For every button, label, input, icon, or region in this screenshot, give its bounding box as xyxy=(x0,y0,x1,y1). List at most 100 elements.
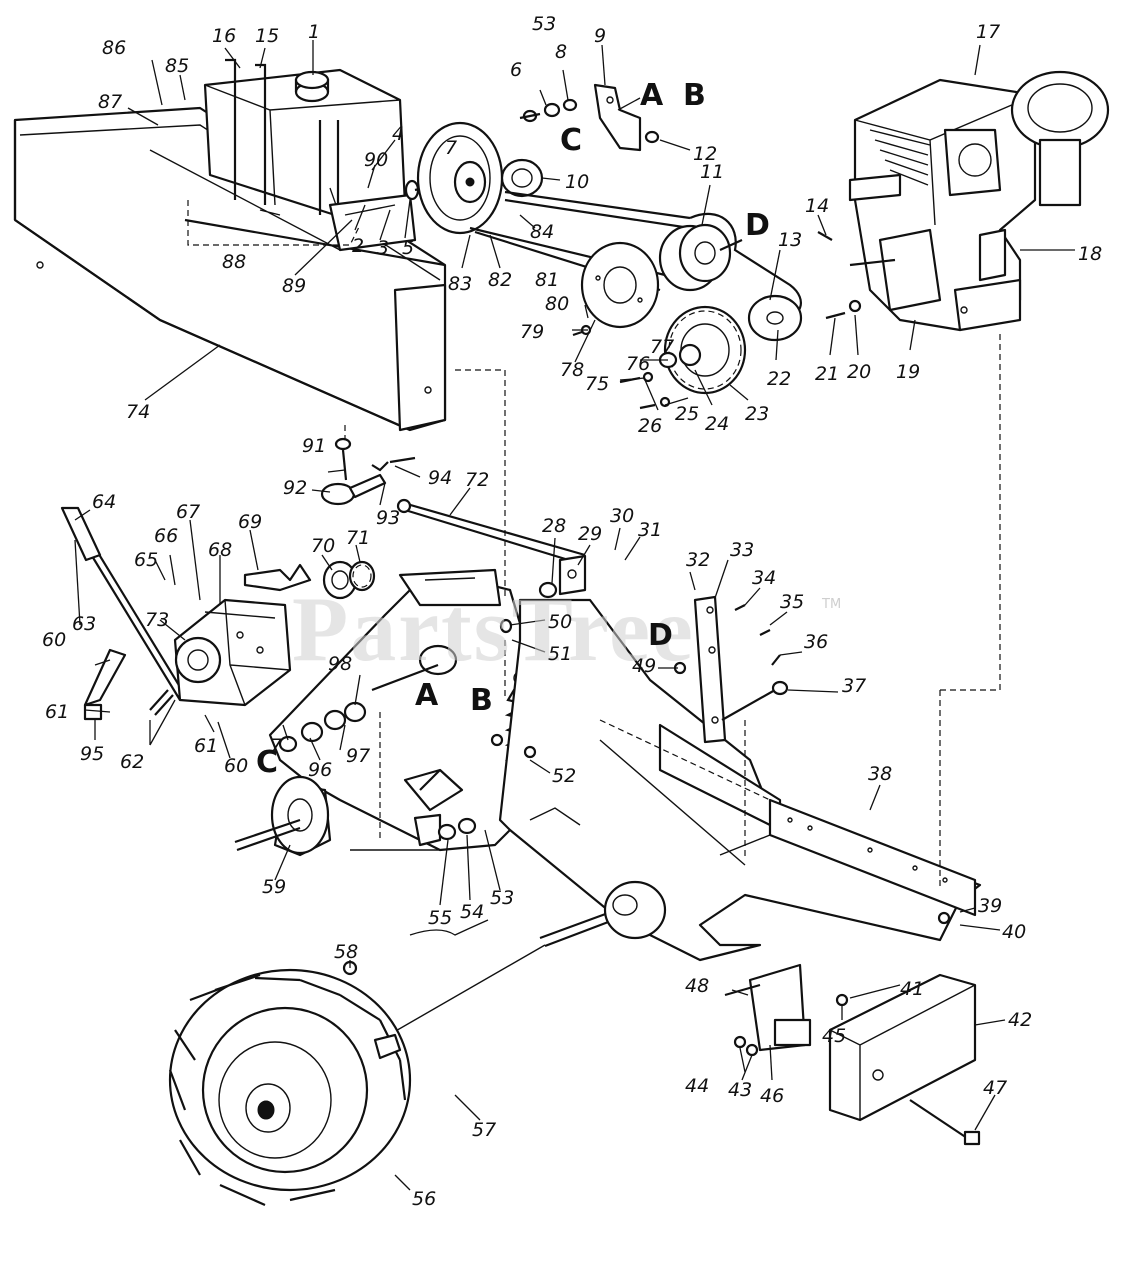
small-pulley xyxy=(500,158,544,198)
gearbox xyxy=(173,598,292,707)
callout-28: 28 xyxy=(542,515,566,537)
gear-pulley xyxy=(658,305,747,395)
callout-24: 24 xyxy=(705,413,729,435)
axle xyxy=(379,880,667,1041)
callout-14: 14 xyxy=(805,195,829,217)
callout-2: 2 xyxy=(352,235,364,257)
callout-50: 50 xyxy=(548,611,572,633)
callout-93: 93 xyxy=(376,507,400,529)
callout-12: 12 xyxy=(693,143,717,165)
callout-32: 32 xyxy=(686,549,710,571)
reference-letters: A B C D D A B C xyxy=(256,78,770,780)
callout-22: 22 xyxy=(767,368,791,390)
transmission-housing xyxy=(268,568,527,852)
callout-45: 45 xyxy=(822,1025,846,1047)
drive-wheel xyxy=(168,960,412,1207)
callout-6: 6 xyxy=(510,59,522,81)
callout-92: 92 xyxy=(283,477,307,499)
adjust-bar xyxy=(693,595,789,744)
callout-17: 17 xyxy=(976,21,1000,43)
ref-letter-a-top: A xyxy=(640,78,664,113)
callout-63: 63 xyxy=(72,613,96,635)
guard-mount-hardware xyxy=(320,437,416,506)
front-weight xyxy=(724,911,981,1146)
callout-82: 82 xyxy=(488,269,512,291)
callout-62: 62 xyxy=(120,751,144,773)
callout-87: 87 xyxy=(98,91,122,113)
callout-54: 54 xyxy=(460,901,484,923)
rod-bracket xyxy=(499,554,687,675)
main-frame xyxy=(498,598,982,962)
callout-47: 47 xyxy=(983,1077,1007,1099)
ref-letter-b-mid: B xyxy=(470,683,493,718)
callout-41: 41 xyxy=(900,978,924,1000)
callout-13: 13 xyxy=(778,229,802,251)
callout-56: 56 xyxy=(412,1188,436,1210)
callout-53a: 53 xyxy=(532,13,556,35)
callout-51: 51 xyxy=(548,643,572,665)
callout-7a: 7 xyxy=(445,137,457,159)
callout-5: 5 xyxy=(402,237,414,259)
callout-60a: 60 xyxy=(42,629,66,651)
callout-49: 49 xyxy=(632,655,656,677)
fuel-tank xyxy=(203,58,407,217)
callout-37: 37 xyxy=(842,675,866,697)
callout-40: 40 xyxy=(1002,921,1026,943)
callout-15: 15 xyxy=(255,25,279,47)
callout-59: 59 xyxy=(262,876,286,898)
callout-46: 46 xyxy=(760,1085,784,1107)
callout-70: 70 xyxy=(311,535,335,557)
ref-letter-b-top: B xyxy=(683,78,706,113)
callout-25: 25 xyxy=(675,403,699,425)
callout-71: 71 xyxy=(346,527,370,549)
callout-57: 57 xyxy=(472,1119,496,1141)
callout-16: 16 xyxy=(212,25,236,47)
ref-letter-d-top: D xyxy=(745,208,770,243)
callout-9: 9 xyxy=(594,25,606,47)
callout-39: 39 xyxy=(978,895,1002,917)
callout-69: 69 xyxy=(238,511,262,533)
assembly-lines xyxy=(187,200,1001,890)
callout-76: 76 xyxy=(626,353,650,375)
callout-44: 44 xyxy=(685,1075,709,1097)
shift-lever xyxy=(60,506,189,701)
callout-66: 66 xyxy=(154,525,178,547)
callout-89: 89 xyxy=(282,275,306,297)
callout-26: 26 xyxy=(638,415,662,437)
callout-31: 31 xyxy=(638,519,662,541)
callout-4: 4 xyxy=(392,123,404,145)
callout-38: 38 xyxy=(868,763,892,785)
callout-3: 3 xyxy=(377,237,389,259)
watermark-text: PartsTree xyxy=(292,578,695,680)
callout-96: 96 xyxy=(308,759,332,781)
callout-58: 58 xyxy=(334,941,358,963)
callout-23: 23 xyxy=(745,403,769,425)
callout-79: 79 xyxy=(520,321,544,343)
callout-94: 94 xyxy=(428,467,452,489)
ref-letter-d-mid: D xyxy=(648,618,673,653)
callout-52: 52 xyxy=(552,765,576,787)
tine-drum xyxy=(234,775,332,857)
callout-61b: 61 xyxy=(194,735,218,757)
idler-bracket xyxy=(593,83,660,152)
callout-88: 88 xyxy=(222,251,246,273)
callout-83: 83 xyxy=(448,273,472,295)
callout-36: 36 xyxy=(804,631,828,653)
callout-19: 19 xyxy=(896,361,920,383)
callout-65: 65 xyxy=(134,549,158,571)
ref-letter-c-mid: C xyxy=(256,745,278,780)
callout-55: 55 xyxy=(428,907,452,929)
callout-85: 85 xyxy=(165,55,189,77)
callout-1: 1 xyxy=(308,21,320,43)
callout-10: 10 xyxy=(565,171,589,193)
callout-33: 33 xyxy=(730,539,754,561)
callout-30: 30 xyxy=(610,505,634,527)
callout-34: 34 xyxy=(752,567,776,589)
coupler-parts xyxy=(243,560,376,600)
callout-21: 21 xyxy=(815,363,839,385)
callout-86: 86 xyxy=(102,37,126,59)
callout-68: 68 xyxy=(208,539,232,561)
callout-43: 43 xyxy=(728,1079,752,1101)
callout-67: 67 xyxy=(176,501,200,523)
